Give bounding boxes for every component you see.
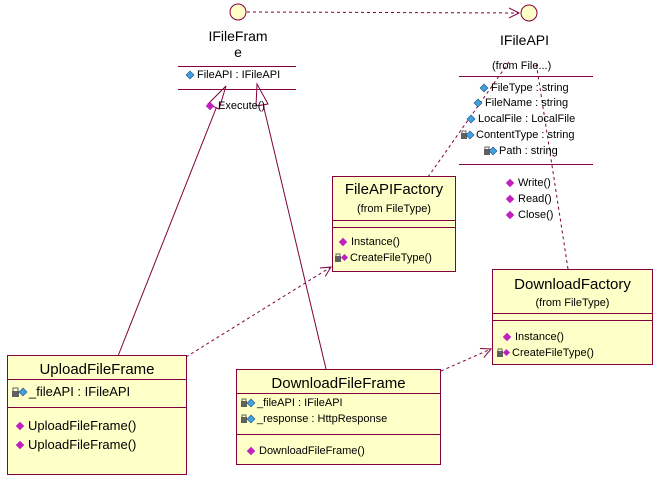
ifileapi-attribute-text: ContentType : string [476, 129, 575, 141]
attribute-text: _fileAPI : IFileAPI [257, 397, 343, 409]
public-attribute-icon [473, 98, 484, 108]
ifileframe-mid-separator [178, 89, 296, 90]
fileapifactory-operation-createfiletype[interactable]: CreateFileType() [335, 252, 432, 264]
public-operation-icon [206, 101, 217, 111]
ifileapi-attribute-text: FileType : string [491, 82, 569, 94]
dependency-ifileframe-to-ifileapi [246, 12, 519, 13]
operation-text: CreateFileType() [512, 347, 594, 359]
private-attribute-icon [484, 146, 498, 156]
uploadfileframe-operation-ctor-1[interactable]: UploadFileFrame() [16, 418, 136, 433]
downloadfileframe-separator-2 [237, 434, 440, 435]
fileapifactory-operation-instance[interactable]: Instance() [339, 236, 400, 248]
ifileapi-operation-text: Read() [518, 193, 552, 205]
ifileframe-name: IFileFram e [205, 28, 271, 60]
public-attribute-icon [185, 70, 196, 80]
uploadfileframe-name: UploadFileFrame [39, 361, 155, 378]
public-operation-icon [16, 440, 27, 450]
ifileapi-mid-separator [459, 164, 593, 165]
downloadfileframe-attribute-fileapi[interactable]: _fileAPI : IFileAPI [241, 397, 343, 409]
downloadfactory-operation-createfiletype[interactable]: CreateFileType() [497, 347, 594, 359]
ifileapi-attribute-path[interactable]: Path : string [484, 145, 558, 157]
public-operation-icon [506, 178, 517, 188]
ifileframe-operation-text: Execute() [218, 100, 266, 112]
ifileframe-interface-circle[interactable] [229, 3, 247, 21]
ifileframe-attribute-text: FileAPI : IFileAPI [197, 69, 281, 81]
ifileapi-operation-text: Close() [518, 209, 554, 221]
realization-download-to-ifileframe [262, 103, 327, 370]
ifileapi-attribute-text: Path : string [499, 145, 558, 157]
protected-operation-icon [497, 348, 511, 358]
downloadfactory-from: (from FileType) [535, 297, 610, 309]
downloadfileframe-separator-1 [237, 393, 440, 394]
operation-text: Instance() [351, 236, 400, 248]
private-attribute-icon [12, 387, 28, 397]
ifileapi-attribute-contenttype[interactable]: ContentType : string [461, 129, 574, 141]
operation-text: CreateFileType() [350, 252, 432, 264]
attribute-text: _response : HttpResponse [257, 413, 388, 425]
fileapifactory-separator-1 [333, 220, 455, 221]
protected-attribute-icon [461, 130, 475, 140]
operation-text: UploadFileFrame() [28, 437, 137, 452]
ifileframe-name-line1: IFileFram [208, 28, 268, 44]
ifileapi-operation-close[interactable]: Close() [506, 209, 553, 221]
ifileapi-name: IFileAPI [500, 32, 550, 48]
downloadfileframe-class[interactable]: DownloadFileFrame _fileAPI : IFileAPI _r… [236, 369, 441, 465]
public-operation-icon [506, 210, 517, 220]
public-operation-icon [16, 421, 27, 431]
fileapifactory-class[interactable]: FileAPIFactory (from FileType) Instance(… [332, 176, 456, 272]
operation-text: UploadFileFrame() [28, 418, 137, 433]
ifileapi-attribute-localfile[interactable]: LocalFile : LocalFile [466, 113, 575, 125]
operation-text: Instance() [515, 331, 564, 343]
ifileframe-attribute[interactable]: FileAPI : IFileAPI [185, 69, 280, 81]
uploadfileframe-class[interactable]: UploadFileFrame _fileAPI : IFileAPI Uplo… [7, 355, 187, 475]
dependency-downloadfactory-to-ifileapi [535, 61, 569, 270]
downloadfileframe-operation-ctor[interactable]: DownloadFileFrame() [247, 445, 365, 457]
downloadfactory-name: DownloadFactory [514, 276, 631, 293]
ifileapi-top-separator [459, 76, 593, 77]
public-operation-icon [506, 194, 517, 204]
attribute-text: _fileAPI : IFileAPI [29, 384, 131, 399]
public-operation-icon [503, 332, 514, 342]
ifileframe-name-line2: e [234, 44, 242, 60]
ifileframe-top-separator [178, 66, 296, 67]
protected-operation-icon [335, 253, 349, 263]
ifileapi-attribute-text: FileName : string [485, 97, 569, 109]
uploadfileframe-attribute-fileapi[interactable]: _fileAPI : IFileAPI [12, 384, 130, 399]
ifileapi-from: (from File...) [492, 60, 552, 72]
ifileapi-operation-read[interactable]: Read() [506, 193, 552, 205]
downloadfactory-separator-2 [493, 320, 652, 321]
operation-text: DownloadFileFrame() [259, 445, 365, 457]
public-attribute-icon [479, 83, 490, 93]
realization-upload-to-ifileframe [117, 105, 218, 357]
downloadfactory-separator-1 [493, 313, 652, 314]
ifileframe-operation[interactable]: Execute() [206, 100, 265, 112]
dependency-upload-to-fileapifactory [185, 267, 331, 358]
fileapifactory-name: FileAPIFactory [344, 181, 444, 198]
downloadfileframe-attribute-response[interactable]: _response : HttpResponse [241, 413, 387, 425]
ifileapi-interface-circle[interactable] [520, 4, 538, 22]
downloadfactory-class[interactable]: DownloadFactory (from FileType) Instance… [492, 269, 653, 365]
fileapifactory-separator-2 [333, 227, 455, 228]
ifileapi-operation-text: Write() [518, 177, 551, 189]
uploadfileframe-operation-ctor-2[interactable]: UploadFileFrame() [16, 437, 136, 452]
uploadfileframe-separator-2 [8, 407, 186, 408]
ifileapi-operation-write[interactable]: Write() [506, 177, 551, 189]
ifileapi-attribute-filename[interactable]: FileName : string [473, 97, 568, 109]
downloadfactory-operation-instance[interactable]: Instance() [503, 331, 564, 343]
ifileapi-attribute-text: LocalFile : LocalFile [478, 113, 576, 125]
private-attribute-icon [241, 414, 256, 424]
public-attribute-icon [466, 114, 477, 124]
ifileapi-attribute-filetype[interactable]: FileType : string [479, 82, 569, 94]
fileapifactory-from: (from FileType) [357, 203, 431, 215]
downloadfileframe-name: DownloadFileFrame [271, 375, 406, 392]
public-operation-icon [339, 237, 350, 247]
uploadfileframe-separator-1 [8, 379, 186, 380]
dependency-download-to-downloadfactory [440, 349, 491, 372]
private-attribute-icon [241, 398, 256, 408]
public-operation-icon [247, 446, 258, 456]
